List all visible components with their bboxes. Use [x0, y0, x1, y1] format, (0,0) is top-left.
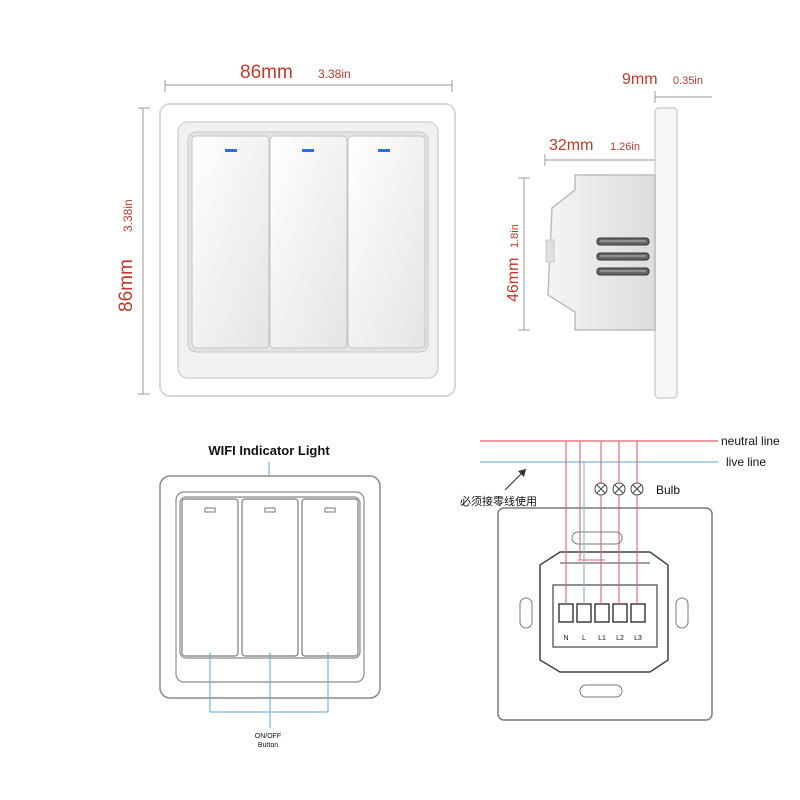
led-indicator-3: [378, 149, 390, 152]
side-view: 9mm 0.35in 32mm 1.26in 46mm 1.8in: [505, 71, 712, 399]
width-in-label: 3.38in: [318, 67, 351, 81]
wiring-diagram: neutral line live line 必须接零线使用 Bulb: [460, 434, 780, 721]
neutral-required-note: 必须接零线使用: [460, 494, 537, 508]
width-mm-label: 86mm: [240, 62, 293, 83]
terminal-slots: [558, 603, 646, 623]
terminal-label-l: L: [582, 635, 586, 642]
terminal-label-n: N: [563, 635, 568, 642]
body-depth-mm-label: 32mm: [549, 137, 593, 154]
terminal-label-l1: L1: [598, 635, 606, 642]
terminal-label-l2: L2: [616, 635, 624, 642]
gang-button-1: [191, 135, 270, 349]
terminal-screws: [596, 237, 650, 276]
plate-depth-in-label: 0.35in: [673, 75, 703, 87]
body-height-mm-label: 46mm: [505, 258, 522, 302]
gang-button-3: [347, 135, 426, 349]
outline-button-1: [181, 498, 239, 657]
live-line-label: live line: [726, 455, 766, 469]
height-mm-label: 86mm: [116, 259, 137, 312]
bulb-icons: [594, 482, 644, 496]
terminal-label-l3: L3: [634, 635, 642, 642]
front-line-drawing: WIFI Indicator Light ON/OFF Button: [159, 443, 381, 749]
button-label: Button: [258, 742, 278, 749]
bulb-label: Bulb: [656, 483, 680, 497]
on-off-label: ON/OFF: [255, 733, 281, 740]
gang-button-2: [269, 135, 348, 349]
wires: [565, 441, 638, 604]
outline-button-3: [301, 498, 359, 657]
outline-button-2: [241, 498, 299, 657]
led-indicator-2: [302, 149, 314, 152]
neutral-line-label: neutral line: [721, 434, 780, 448]
side-plate: [654, 107, 678, 399]
plate-depth-mm-label: 9mm: [622, 71, 658, 88]
body-height-in-label: 1.8in: [509, 224, 521, 248]
led-indicator-1: [225, 149, 237, 152]
wifi-indicator-label: WIFI Indicator Light: [208, 443, 330, 458]
front-view: 86mm 3.38in 86mm 3.38in: [116, 62, 456, 397]
height-in-label: 3.38in: [121, 199, 135, 232]
button-leader-lines: [209, 652, 329, 728]
body-depth-in-label: 1.26in: [610, 141, 640, 153]
